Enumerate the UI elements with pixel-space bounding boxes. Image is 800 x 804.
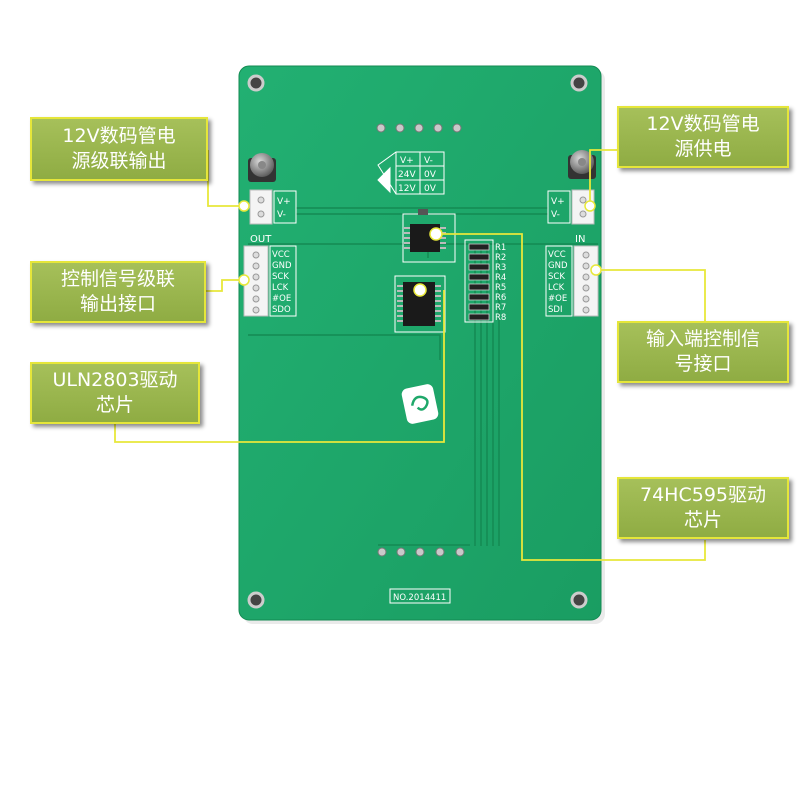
out-label: OUT bbox=[250, 234, 272, 245]
callout-power-input-line1: 12V数码管电 bbox=[646, 113, 760, 135]
left-power-pin-2: V- bbox=[277, 210, 286, 220]
in-pin-label-1: VCC bbox=[548, 250, 566, 260]
out-pin-label-1: VCC bbox=[272, 250, 290, 260]
power-table-header-vplus: V+ bbox=[400, 156, 414, 166]
in-label: IN bbox=[575, 234, 585, 245]
callout-signal-output-line2: 输出接口 bbox=[79, 293, 156, 315]
resistor-label-8: R8 bbox=[495, 313, 506, 323]
callout-uln2803-line1: ULN2803驱动 bbox=[52, 369, 178, 391]
callout-signal-output: 控制信号级联 输出接口 bbox=[30, 261, 206, 323]
power-table-row2-a: 12V bbox=[398, 184, 416, 194]
callout-signal-output-line1: 控制信号级联 bbox=[60, 268, 175, 290]
resistor-label-3: R3 bbox=[495, 263, 506, 273]
resistor-label-5: R5 bbox=[495, 283, 506, 293]
callout-power-input: 12V数码管电 源供电 bbox=[617, 106, 789, 168]
logo-icon bbox=[401, 384, 439, 424]
in-pin-label-2: GND bbox=[548, 261, 568, 271]
right-power-pin-2: V- bbox=[551, 210, 560, 220]
out-pin-label-3: SCK bbox=[272, 272, 289, 282]
right-power-pin-1: V+ bbox=[551, 197, 565, 207]
callout-uln2803: ULN2803驱动 芯片 bbox=[30, 362, 200, 424]
callout-power-output: 12V数码管电 源级联输出 bbox=[30, 117, 208, 181]
out-pin-label-6: SDO bbox=[272, 305, 291, 315]
mounting-holes bbox=[247, 74, 588, 609]
callout-signal-input-line2: 号接口 bbox=[674, 353, 732, 375]
callout-power-output-line1: 12V数码管电 bbox=[62, 125, 176, 147]
out-pin-label-5: #OE bbox=[272, 294, 291, 304]
bottom-pads bbox=[377, 547, 465, 557]
left-power-pin-1: V+ bbox=[277, 197, 291, 207]
board-serial: NO.2014411 bbox=[393, 593, 446, 603]
power-table bbox=[377, 151, 445, 195]
out-pin-label-2: GND bbox=[272, 261, 292, 271]
in-connector bbox=[545, 245, 599, 317]
resistor-label-2: R2 bbox=[495, 253, 506, 263]
in-pin-label-4: LCK bbox=[548, 283, 565, 293]
in-pin-label-3: SCK bbox=[548, 272, 565, 282]
in-pin-label-5: #OE bbox=[548, 294, 567, 304]
callout-74hc595-line1: 74HC595驱动 bbox=[640, 484, 766, 506]
resistor-label-1: R1 bbox=[495, 243, 506, 253]
resistor-label-7: R7 bbox=[495, 303, 506, 313]
capacitor-left bbox=[248, 153, 276, 182]
leader-lines bbox=[114, 149, 706, 561]
top-pads bbox=[376, 123, 462, 133]
callout-power-output-line2: 源级联输出 bbox=[71, 150, 167, 172]
callout-74hc595-line2: 芯片 bbox=[683, 509, 722, 531]
capacitor-right bbox=[568, 150, 596, 179]
power-table-row2-b: 0V bbox=[424, 184, 437, 194]
out-connector bbox=[243, 245, 297, 317]
power-table-row1-a: 24V bbox=[398, 170, 416, 180]
resistor-array bbox=[464, 239, 494, 323]
callout-signal-input-line1: 输入端控制信 bbox=[645, 328, 760, 350]
resistor-label-6: R6 bbox=[495, 293, 506, 303]
callout-power-input-line2: 源供电 bbox=[674, 138, 732, 160]
leader-dots bbox=[238, 200, 602, 297]
callout-uln2803-line2: 芯片 bbox=[95, 394, 134, 416]
power-table-row1-b: 0V bbox=[424, 170, 437, 180]
power-table-header-vminus: V- bbox=[424, 156, 433, 166]
left-power-connector: V+ V- bbox=[249, 189, 297, 225]
callout-signal-input: 输入端控制信 号接口 bbox=[617, 321, 789, 383]
in-pin-label-6: SDI bbox=[548, 305, 562, 315]
pcb-board bbox=[238, 65, 602, 621]
callout-74hc595: 74HC595驱动 芯片 bbox=[617, 477, 789, 539]
out-pin-label-4: LCK bbox=[272, 283, 289, 293]
resistor-label-4: R4 bbox=[495, 273, 506, 283]
